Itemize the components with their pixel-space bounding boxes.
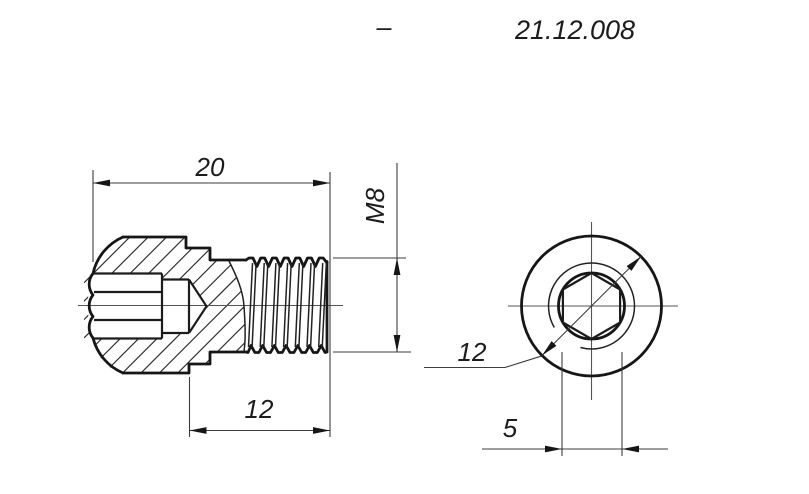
body-outline-top bbox=[121, 235, 248, 262]
mass-field-dash: – bbox=[375, 12, 392, 42]
thread-crests-top bbox=[244, 256, 329, 268]
front-view-section: 20 12 M8 bbox=[78, 152, 411, 437]
drawing-number: 21.12.008 bbox=[514, 15, 635, 45]
dim-thread-length-label: 12 bbox=[245, 394, 274, 424]
sphere-outline-circle bbox=[520, 234, 663, 378]
dim-overall-length: 20 bbox=[92, 152, 331, 437]
end-view: 12 5 bbox=[424, 222, 678, 456]
dim-thread-spec: M8 bbox=[333, 163, 411, 353]
dim-overall-length-label: 20 bbox=[195, 152, 225, 182]
hex-socket-outline bbox=[561, 271, 622, 341]
drill-cone bbox=[188, 278, 208, 334]
dim-sphere-diameter-label: 12 bbox=[458, 337, 487, 367]
thread-crests-bottom bbox=[244, 344, 329, 354]
thread-runout-curve bbox=[228, 260, 246, 352]
body-outline-bottom bbox=[121, 350, 248, 375]
spherical-head-edge bbox=[87, 235, 125, 375]
hex-socket-section bbox=[94, 272, 208, 340]
thread-flank-lines bbox=[247, 262, 328, 348]
dim-hex-socket: 5 bbox=[482, 352, 668, 456]
dim-sphere-diameter: 12 bbox=[424, 256, 642, 369]
thread-arc bbox=[547, 262, 636, 350]
dim-hex-socket-label: 5 bbox=[503, 413, 518, 443]
dim-thread-length: 12 bbox=[188, 377, 330, 437]
dim-thread-spec-label: M8 bbox=[360, 187, 390, 224]
